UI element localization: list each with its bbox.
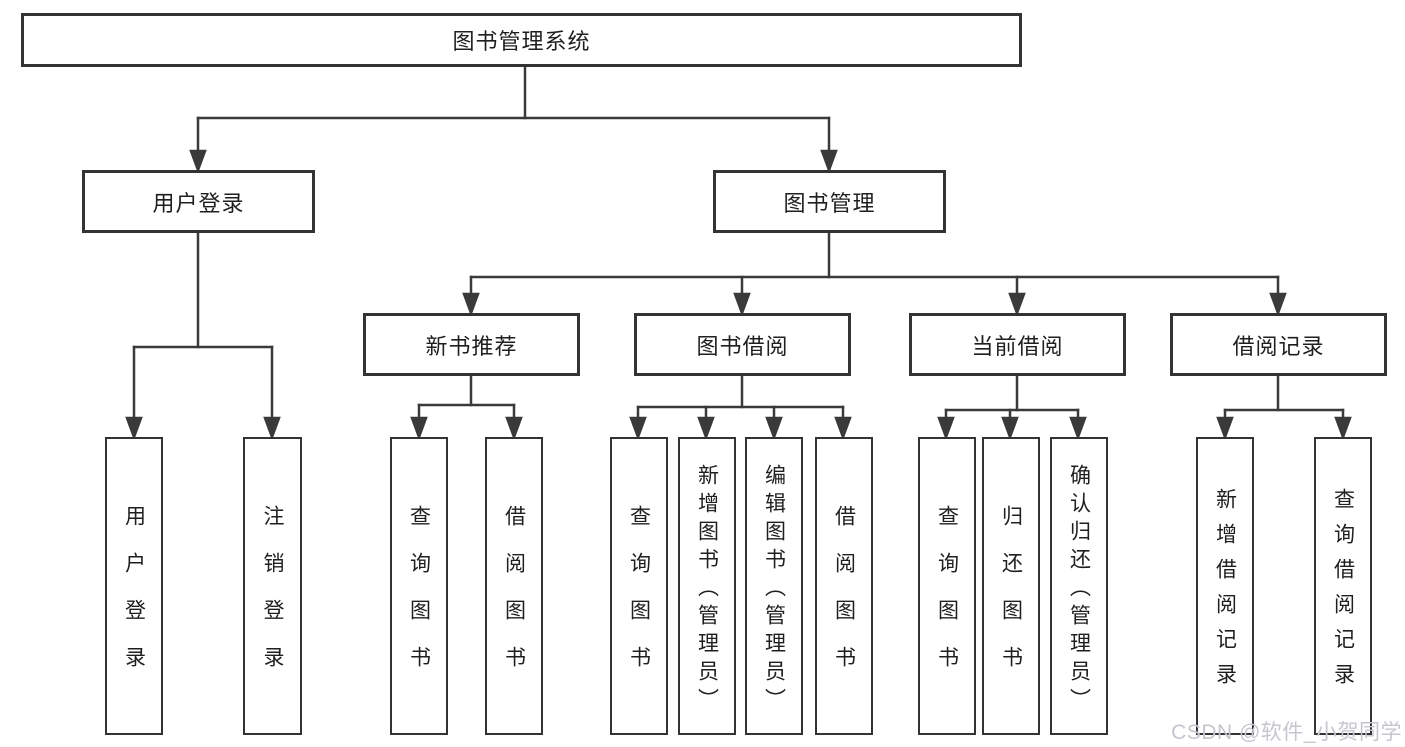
- leaf-current-return-books: 归还图书: [982, 437, 1040, 735]
- leaf-borrow-borrow-books-label: 借阅图书: [832, 505, 856, 693]
- node-new-book-recommend-label: 新书推荐: [425, 333, 518, 359]
- leaf-borrow-query-books-label: 查询图书: [627, 505, 651, 693]
- leaf-borrow-edit-books-admin: 编辑图书（管理员）: [745, 437, 803, 735]
- node-book-borrow: 图书借阅: [634, 313, 851, 376]
- leaf-user-login-label: 用户登录: [122, 505, 146, 693]
- node-book-borrow-label: 图书借阅: [696, 333, 789, 359]
- node-book-management-label: 图书管理: [783, 190, 876, 216]
- leaf-borrow-edit-books-admin-label: 编辑图书（管理员）: [762, 463, 786, 716]
- node-current-borrow: 当前借阅: [909, 313, 1126, 376]
- node-root: 图书管理系统: [21, 13, 1022, 67]
- leaf-records-query-record-label: 查询借阅记录: [1331, 488, 1355, 698]
- leaf-current-confirm-return-admin-label: 确认归还（管理员）: [1067, 463, 1091, 716]
- node-user-login-label: 用户登录: [152, 190, 245, 216]
- connector-root-to-level2: [189, 65, 838, 174]
- node-user-login: 用户登录: [82, 170, 315, 233]
- leaf-recommend-borrow-books-label: 借阅图书: [502, 505, 526, 693]
- watermark: CSDN @软件_小贺同学: [1171, 721, 1402, 744]
- leaf-recommend-query-books: 查询图书: [390, 437, 448, 735]
- node-new-book-recommend: 新书推荐: [363, 313, 580, 376]
- connector-management-to-level3: [462, 231, 1287, 317]
- leaf-current-query-books: 查询图书: [918, 437, 976, 735]
- node-book-management: 图书管理: [713, 170, 946, 233]
- leaf-borrow-add-books-admin-label: 新增图书（管理员）: [695, 463, 719, 716]
- leaf-records-add-record-label: 新增借阅记录: [1213, 488, 1237, 698]
- node-borrow-records: 借阅记录: [1170, 313, 1387, 376]
- leaf-records-add-record: 新增借阅记录: [1196, 437, 1254, 735]
- node-borrow-records-label: 借阅记录: [1232, 333, 1325, 359]
- connector-login-to-leaves: [125, 231, 281, 441]
- leaf-logout: 注销登录: [243, 437, 302, 735]
- leaf-current-query-books-label: 查询图书: [935, 505, 959, 693]
- connector-recommend-to-leaves: [410, 374, 523, 441]
- leaf-borrow-borrow-books: 借阅图书: [815, 437, 873, 735]
- leaf-current-return-books-label: 归还图书: [999, 505, 1023, 693]
- connector-records-to-leaves: [1216, 374, 1352, 441]
- leaf-borrow-query-books: 查询图书: [610, 437, 668, 735]
- leaf-logout-label: 注销登录: [261, 505, 284, 693]
- leaf-current-confirm-return-admin: 确认归还（管理员）: [1050, 437, 1108, 735]
- leaf-recommend-query-books-label: 查询图书: [407, 505, 431, 693]
- node-current-borrow-label: 当前借阅: [971, 333, 1064, 359]
- leaf-records-query-record: 查询借阅记录: [1314, 437, 1372, 735]
- connector-current-to-leaves: [937, 374, 1087, 441]
- connector-borrow-to-leaves: [629, 374, 852, 441]
- node-root-label: 图书管理系统: [452, 29, 591, 54]
- leaf-recommend-borrow-books: 借阅图书: [485, 437, 543, 735]
- leaf-user-login: 用户登录: [105, 437, 163, 735]
- leaf-borrow-add-books-admin: 新增图书（管理员）: [678, 437, 736, 735]
